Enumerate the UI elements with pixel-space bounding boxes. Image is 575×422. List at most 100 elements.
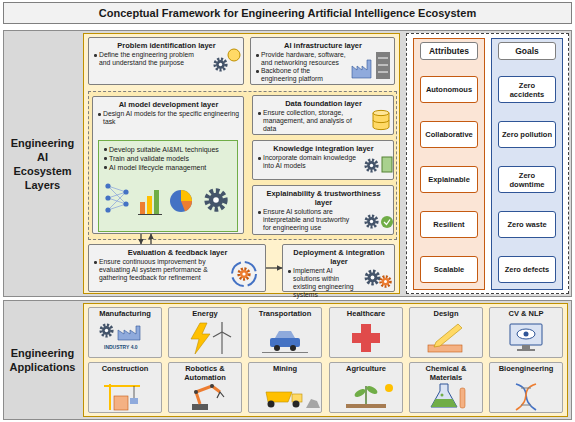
layer-bullet: Backbone of the engineering platform: [255, 67, 347, 83]
bar-icon: [154, 190, 159, 214]
robot-joint: [210, 384, 214, 388]
technique-bullet: AI model lifecycle management: [103, 163, 233, 172]
application-tile: Healthcare: [329, 307, 403, 358]
pie-icon: [170, 190, 192, 212]
criterion-box: Autonomous: [420, 76, 478, 103]
network-link: [108, 192, 126, 210]
rock-icon: [306, 399, 320, 408]
criterion-box: Scalable: [420, 256, 478, 283]
turbine-blade: [221, 322, 222, 332]
layer-title: Explainability & trustworthiness layer: [257, 189, 390, 207]
tile-title: Transportation: [251, 310, 319, 319]
dna-rung: [521, 388, 531, 389]
tile-title: CV & NLP: [492, 310, 560, 319]
layer-title: Deployment & integration layer: [287, 248, 391, 266]
turbine-blade: [213, 332, 222, 337]
technique-box: Develop suitable AI&ML techniquesTrain a…: [98, 140, 238, 232]
dna-rung: [521, 405, 531, 406]
tile-title: Healthcare: [332, 310, 400, 319]
layer-title: Problem identification layer: [93, 41, 240, 50]
gear-icon: [239, 269, 249, 279]
crane-mast: [109, 384, 111, 410]
layer-box: AI infrastructure layerProvide hardware,…: [250, 37, 395, 85]
tile-title: Agriculture: [332, 365, 400, 374]
criterion-text: Explainable: [428, 175, 470, 184]
tile-title: Manufacturing: [91, 310, 159, 319]
truck-wheel: [293, 401, 300, 408]
bubble: [441, 394, 444, 397]
layer-box: Deployment & integration layerImplement …: [282, 244, 395, 292]
database-top: [373, 110, 389, 115]
plant-leaf: [365, 384, 378, 395]
criterion-text: Zero waste: [507, 220, 546, 229]
technique-bullet: Train and validate models: [103, 154, 233, 163]
layer-bullet: Ensure AI solutions are interpretable an…: [257, 208, 356, 232]
check-icon: [381, 216, 393, 228]
column-box: GoalsZero accidentsZero pollutionZero do…: [491, 38, 563, 290]
layer-box: Explainability & trustworthiness layerEn…: [252, 185, 394, 235]
criterion-box: Explainable: [420, 166, 478, 193]
monitor-stand: [522, 345, 530, 349]
tile-title: Chemical & Materials: [412, 365, 480, 382]
application-tile: Construction: [88, 362, 162, 413]
check-mark: [384, 220, 390, 225]
truck-cab: [292, 394, 302, 402]
factory-icon: [352, 60, 371, 78]
gear-icon: [366, 216, 377, 227]
tile-title: Mining: [251, 365, 319, 374]
turbine-mast: [221, 332, 223, 354]
gear-icon: [366, 271, 378, 283]
car-icon: [270, 338, 300, 347]
application-tile: Energy: [168, 307, 242, 358]
criterion-box: Zero pollution: [498, 121, 556, 148]
application-tile: Design: [409, 307, 483, 358]
criterion-box: Collaborative: [420, 121, 478, 148]
layer-bullet: Define the engineering problem and under…: [93, 51, 202, 67]
layer-box: AI model development layerDesign AI mode…: [92, 96, 244, 234]
gear-icon: [215, 59, 226, 70]
cross-icon: [352, 333, 380, 343]
network-node: [123, 201, 128, 206]
flow-arrow: [140, 234, 141, 244]
book-icon: [382, 157, 392, 172]
car-wheel: [290, 345, 296, 351]
criterion-box: Zero defects: [498, 256, 556, 283]
layer-title: AI model development layer: [97, 100, 240, 109]
flask-liquid: [431, 399, 457, 407]
truck-wheel: [268, 401, 275, 408]
tile-title: Robotics & Automation: [171, 365, 239, 382]
pie-slice: [181, 201, 192, 211]
application-tile: Bioengineering: [489, 362, 563, 413]
application-tile: Chemical & Materials: [409, 362, 483, 413]
application-tile: Mining: [248, 362, 322, 413]
group-band: Engineering Applications Manufacturing Ene…: [3, 300, 572, 420]
column-header: Goals: [498, 42, 556, 60]
layer-bullet: Ensure collection, storage, management, …: [257, 109, 356, 133]
criterion-text: Zero accidents: [502, 81, 552, 99]
layer-bullet: Design AI models for the specific engine…: [97, 110, 240, 126]
cross-icon: [361, 324, 371, 352]
column-header: Attributes: [420, 42, 478, 60]
criterion-text: Zero downtime: [502, 171, 552, 189]
application-tile: Agriculture: [329, 362, 403, 413]
gear-icon: [207, 191, 225, 209]
application-tile: Manufacturing: [88, 307, 162, 358]
network-link: [108, 186, 126, 204]
crane-load: [130, 398, 138, 404]
bolt-icon: [191, 323, 210, 354]
band-label: Engineering Applications: [4, 301, 81, 419]
criterion-box: Zero accidents: [498, 76, 556, 103]
robot-gripper: [217, 392, 224, 398]
flow-arrow: [266, 267, 282, 268]
dna-strand: [516, 384, 536, 410]
robot-arm: [196, 386, 220, 404]
criterion-text: Scalable: [434, 265, 464, 274]
layer-box: Problem identification layerDefine the e…: [88, 37, 244, 85]
plant-stem: [365, 386, 367, 404]
road-line: [262, 352, 308, 353]
tile-title: Design: [412, 310, 480, 319]
gear-icon: [381, 277, 391, 287]
network-links: [108, 186, 126, 210]
